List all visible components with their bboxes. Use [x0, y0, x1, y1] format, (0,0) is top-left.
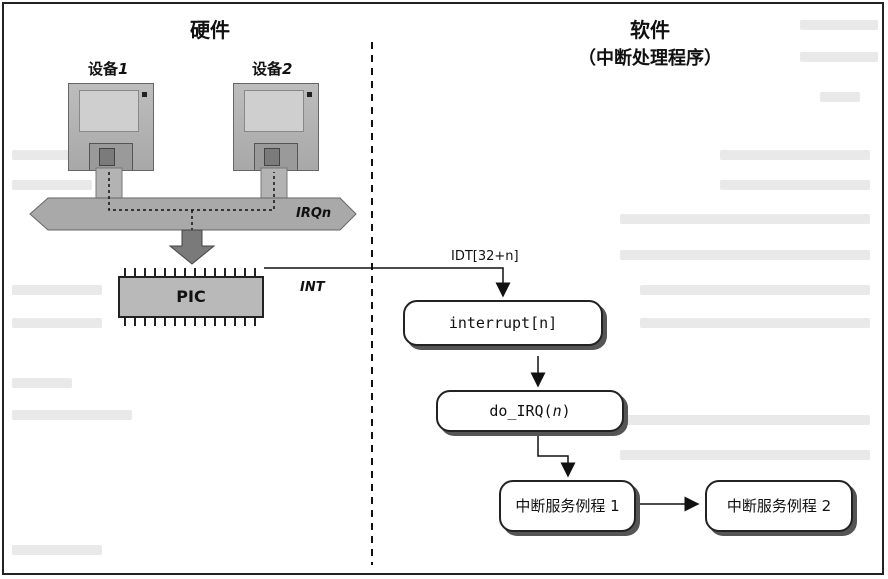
- pic-chip: PIC: [118, 276, 264, 318]
- software-subtitle: （中断处理程序）: [578, 48, 722, 69]
- floppy-disk-icon: [233, 83, 319, 171]
- device-2-label: 设备2: [252, 60, 293, 78]
- interrupt-box: interrupt[n]: [403, 300, 603, 346]
- do-irq-box: do_IRQ(n): [436, 390, 624, 432]
- software-title: 软件: [630, 18, 670, 42]
- floppy-disk-icon: [68, 83, 154, 171]
- idt-label: IDT[32+n]: [451, 249, 519, 264]
- down-arrow-icon: [168, 229, 216, 265]
- int-label: INT: [300, 280, 325, 295]
- isr-1-box: 中断服务例程 1: [499, 480, 636, 532]
- irq-label: IRQn: [296, 206, 332, 221]
- hardware-title: 硬件: [190, 18, 230, 42]
- pic-label: PIC: [176, 287, 206, 306]
- isr-2-box: 中断服务例程 2: [705, 480, 853, 532]
- device-1-label: 设备1: [88, 60, 129, 78]
